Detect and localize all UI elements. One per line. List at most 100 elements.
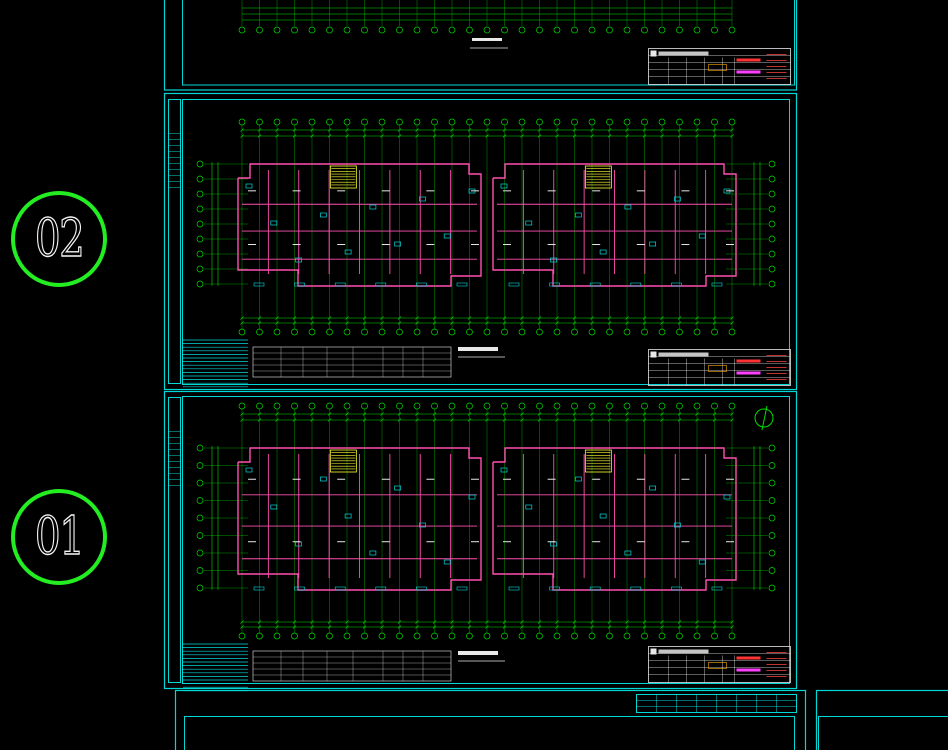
fixture xyxy=(624,204,632,210)
dimension-tick xyxy=(537,625,542,629)
fixture xyxy=(394,241,402,247)
window xyxy=(671,282,682,287)
dimension-tick xyxy=(275,321,279,325)
dimension-tick xyxy=(362,316,367,320)
axis-bubble xyxy=(413,26,421,34)
axis-bubble xyxy=(728,118,736,126)
axis-bubble xyxy=(711,328,718,336)
dimension-tick xyxy=(572,321,577,325)
dimension-tick xyxy=(695,418,699,422)
axis-bubble xyxy=(343,118,351,126)
dimension-tick xyxy=(555,620,559,624)
axis-bubble xyxy=(711,402,718,410)
fixture xyxy=(344,249,352,255)
dimension-tick xyxy=(555,128,559,132)
axis-bubble xyxy=(606,402,613,410)
axis-bubble xyxy=(196,584,204,592)
dimension-tick xyxy=(467,625,472,629)
fixture xyxy=(550,257,557,263)
axis-bubble xyxy=(466,328,473,336)
axis-bubble xyxy=(768,220,776,228)
dimension-tick xyxy=(730,625,734,629)
stamp-mark xyxy=(708,662,727,669)
window xyxy=(589,586,601,591)
axis-bubble xyxy=(413,328,421,336)
stamp-bar xyxy=(736,70,761,74)
dimension-tick xyxy=(467,321,472,325)
axis-bubble xyxy=(448,632,456,640)
sheet-label-01[interactable]: 01 xyxy=(11,489,107,585)
fixture xyxy=(574,476,582,482)
sheet-number: 01 xyxy=(34,506,85,567)
axis-bubble xyxy=(623,632,631,640)
dimension-tick xyxy=(432,620,437,624)
window xyxy=(253,282,265,287)
sheet-number: 02 xyxy=(34,208,85,269)
axis-bubble xyxy=(378,632,386,640)
dimension-tick xyxy=(572,620,577,624)
axis-bubble xyxy=(553,402,561,410)
dimension-tick xyxy=(345,412,349,416)
dimension-tick xyxy=(712,412,717,416)
dimension-tick xyxy=(695,620,699,624)
axis-bubble xyxy=(623,118,631,126)
dimension-tick xyxy=(275,134,279,138)
window xyxy=(416,586,427,591)
dimension-tick xyxy=(730,412,734,416)
axis-bubble xyxy=(518,26,526,34)
dimension-tick xyxy=(712,134,717,138)
dimension-tick xyxy=(380,316,384,320)
axis-bubble xyxy=(256,118,263,126)
dimension-tick xyxy=(590,321,594,325)
dimension-tick xyxy=(712,620,717,624)
axis-bubble xyxy=(196,280,204,288)
dimension-tick xyxy=(695,412,699,416)
dimension-tick xyxy=(730,134,734,138)
exterior-wall xyxy=(492,163,737,287)
company-name-block xyxy=(658,352,709,357)
axis-bubble xyxy=(196,549,204,557)
dimension-tick xyxy=(712,625,717,629)
window xyxy=(671,586,682,591)
axis-bubble xyxy=(641,632,648,640)
drawing-title-bar xyxy=(458,651,498,655)
dimension-tick xyxy=(292,316,297,320)
sheet-label-02[interactable]: 02 xyxy=(11,191,107,287)
dimension-tick xyxy=(607,620,612,624)
stair xyxy=(329,165,357,189)
dimension-tick xyxy=(327,128,332,132)
dimension-tick xyxy=(292,620,297,624)
axis-bubble xyxy=(431,632,438,640)
dimension-tick xyxy=(240,412,244,416)
dimension-tick xyxy=(485,412,489,416)
dimension-tick xyxy=(642,418,647,422)
dimension-tick xyxy=(275,625,279,629)
sheet-inner-border-top xyxy=(182,0,795,86)
axis-bubble xyxy=(291,328,298,336)
dimension-tick xyxy=(432,316,437,320)
dimension-tick xyxy=(362,412,367,416)
axis-bubble xyxy=(518,402,526,410)
axis-bubble xyxy=(273,402,281,410)
title-block-02 xyxy=(648,349,791,386)
fixture xyxy=(624,550,632,556)
fixture xyxy=(599,513,607,519)
dimension-tick xyxy=(695,625,699,629)
axis-bubble xyxy=(196,567,204,574)
fixture xyxy=(369,204,377,210)
dimension-tick xyxy=(555,418,559,422)
stair xyxy=(584,165,612,189)
axis-bubble xyxy=(361,402,368,410)
axis-bubble xyxy=(553,26,561,34)
axis-bubble xyxy=(536,118,543,126)
axis-bubble xyxy=(308,26,316,34)
axis-bubble xyxy=(606,118,613,126)
dimension-tick xyxy=(660,620,664,624)
axis-bubble xyxy=(518,632,526,640)
dimension-tick xyxy=(660,321,664,325)
dimension-tick xyxy=(625,134,629,138)
dimension-tick xyxy=(625,321,629,325)
axis-bubble xyxy=(571,328,578,336)
axis-bubble xyxy=(378,26,386,34)
